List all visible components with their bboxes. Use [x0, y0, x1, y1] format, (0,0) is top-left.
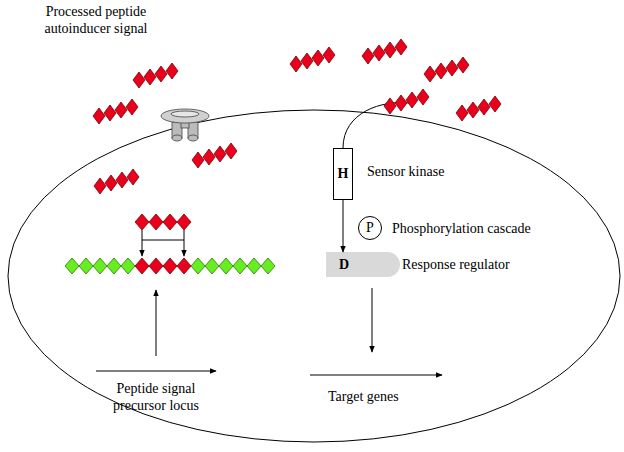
peptide-chain	[424, 57, 469, 82]
peptide-chain	[133, 63, 178, 88]
node-symbol: H	[333, 166, 353, 182]
peptide-chain	[384, 89, 429, 114]
precursor-peptide	[65, 258, 275, 274]
regulator-outline	[326, 252, 400, 277]
signal-label: Processed peptide autoinducer signal	[30, 3, 162, 37]
peptide-chain	[362, 39, 407, 64]
peptide-chain	[93, 99, 138, 124]
cell-membrane	[8, 110, 620, 442]
node-symbol: D	[334, 257, 354, 273]
signal-arrow	[343, 200, 344, 252]
cleavage-arrows	[142, 230, 184, 256]
sensor-kinase-box: HSensor kinase	[333, 148, 353, 200]
box-outline	[334, 149, 353, 200]
peptide-chain	[135, 214, 191, 230]
flow-arrows	[96, 288, 442, 375]
response-regulator-shape: DResponse regulator	[326, 252, 400, 277]
phosphate-circle: PPhosphorylation cascade	[358, 216, 382, 240]
peptide-chain	[290, 47, 335, 72]
peptide-chain	[94, 169, 139, 194]
node-caption: Sensor kinase	[367, 164, 444, 180]
locus-label: Peptide signal precursor locus	[94, 380, 218, 414]
node-caption: Response regulator	[402, 257, 510, 273]
node-caption: Phosphorylation cascade	[392, 221, 531, 237]
peptide-chain	[192, 143, 237, 168]
transporter	[161, 109, 209, 141]
node-outline	[326, 252, 400, 277]
target-label: Target genes	[328, 388, 428, 405]
circle-outline	[359, 217, 382, 240]
node-symbol: P	[358, 220, 382, 236]
peptide-chain	[456, 96, 501, 121]
